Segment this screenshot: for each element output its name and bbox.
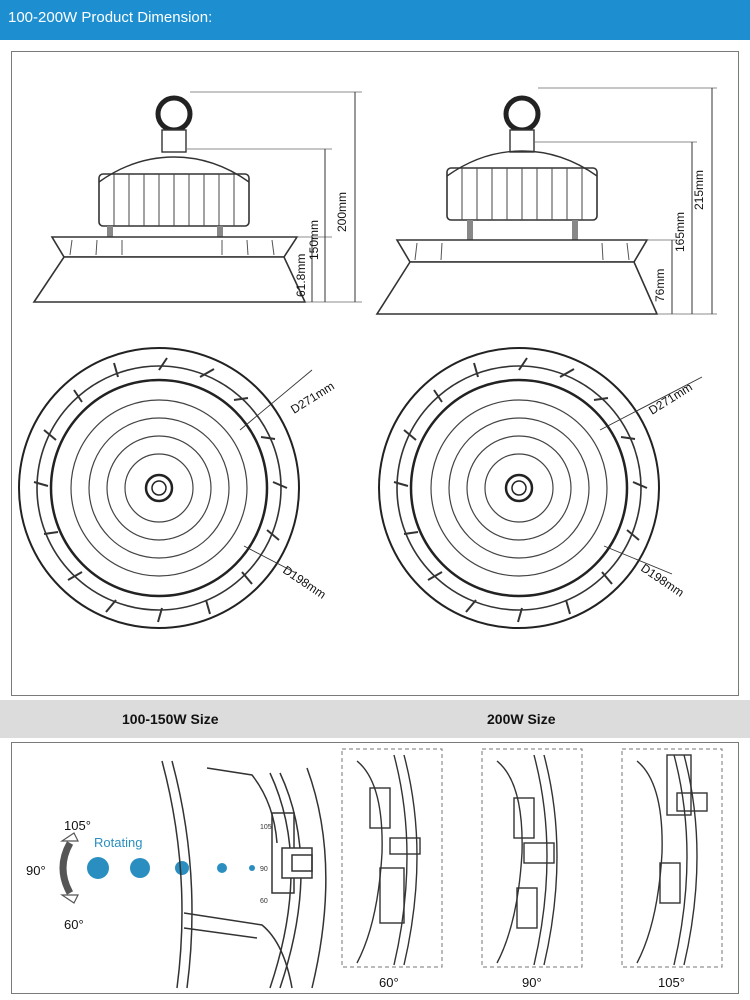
left-bottom-view: D271mm D198mm <box>18 347 337 629</box>
caption-105: 105° <box>658 975 685 990</box>
right-dim-total: 215mm <box>692 170 706 210</box>
left-dim-total: 200mm <box>335 192 349 232</box>
rotation-dot <box>249 865 255 871</box>
scale-mark-105: 105 <box>260 824 272 831</box>
right-side-view: 215mm 165mm 76mm <box>375 87 717 315</box>
angle-mid-label: 90° <box>26 863 46 878</box>
right-bottom-view: D271mm D198mm <box>378 347 703 629</box>
scale-mark-60: 60 <box>260 898 268 905</box>
page-title: 100-200W Product Dimension: <box>8 9 213 26</box>
right-inner-diameter: D198mm <box>638 561 686 600</box>
rotation-dot <box>217 863 227 873</box>
size-label-right: 200W Size <box>487 711 556 727</box>
angle-arc-icon <box>59 832 79 904</box>
rotation-dot <box>175 861 189 875</box>
angle-top-label: 105° <box>64 818 91 833</box>
left-side-view: 200mm 150mm 61.8mm <box>32 91 362 303</box>
left-inner-diameter: D198mm <box>280 563 328 602</box>
caption-90: 90° <box>522 975 542 990</box>
angle-bottom-label: 60° <box>64 917 84 932</box>
left-dim-base: 61.8mm <box>294 254 308 297</box>
scale-mark-90: 90 <box>260 866 268 873</box>
rotation-view-90 <box>481 748 583 968</box>
rotation-view-105 <box>621 748 723 968</box>
header-bar: 100-200W Product Dimension: <box>0 0 750 40</box>
right-outer-diameter: D271mm <box>646 380 695 418</box>
rotating-label: Rotating <box>94 835 142 850</box>
right-dim-body: 165mm <box>673 212 687 252</box>
rotation-panel: 105° 90° 60° Rotating 105 90 60 <box>11 742 739 994</box>
right-dim-base: 76mm <box>653 269 667 302</box>
caption-60: 60° <box>379 975 399 990</box>
rotation-dot <box>87 857 109 879</box>
left-outer-diameter: D271mm <box>288 379 337 417</box>
left-dim-body: 150mm <box>307 220 321 260</box>
bracket-closeup <box>161 760 327 989</box>
rotation-drawing: 105° 90° 60° Rotating 105 90 60 <box>26 748 723 990</box>
dimension-panel: 200mm 150mm 61.8mm 215mm 165mm 76mm <box>11 51 739 696</box>
size-label-strip: 100-150W Size 200W Size <box>0 700 750 738</box>
dimension-drawing: 200mm 150mm 61.8mm 215mm 165mm 76mm <box>18 87 717 629</box>
rotation-dot <box>130 858 150 878</box>
size-label-left: 100-150W Size <box>122 711 219 727</box>
rotation-view-60 <box>341 748 443 968</box>
